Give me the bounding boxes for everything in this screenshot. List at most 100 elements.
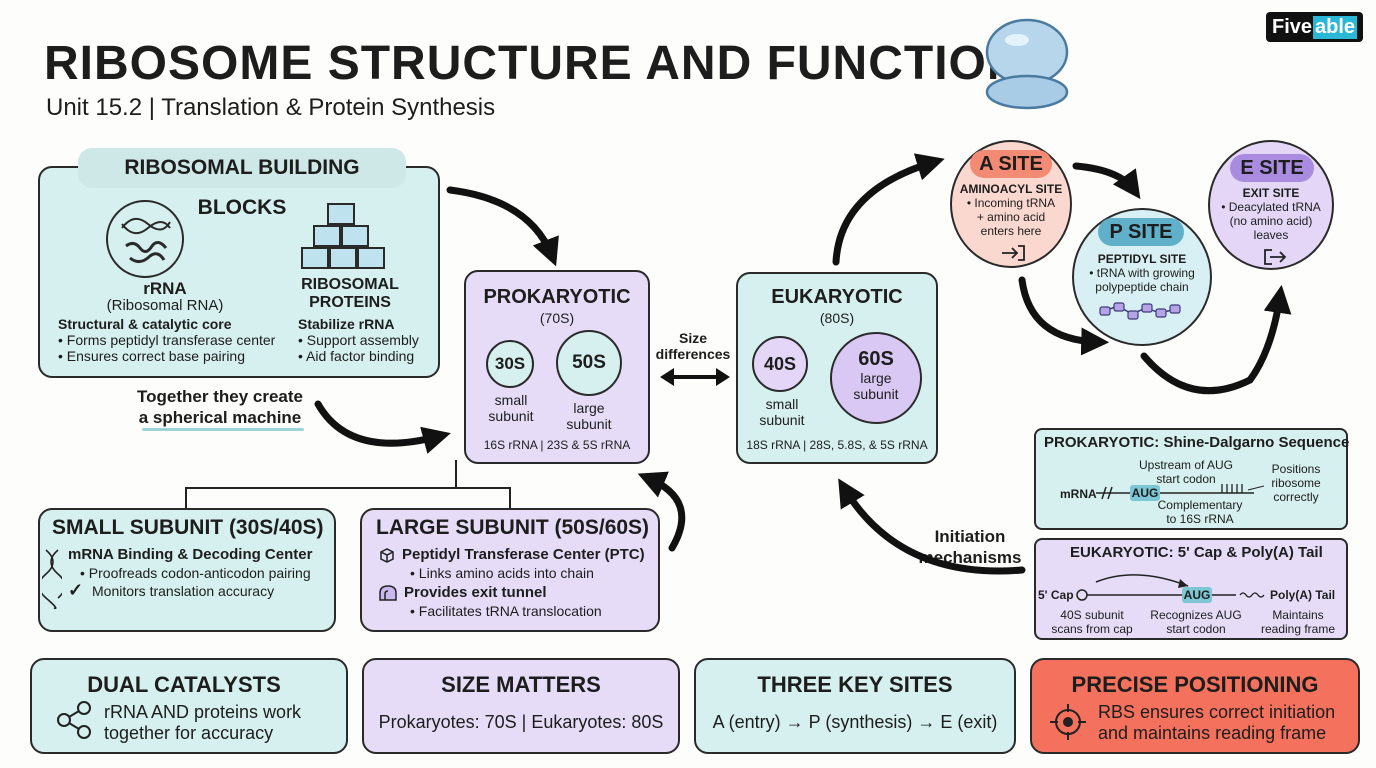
- large-subunit-heading: LARGE SUBUNIT (50S/60S): [376, 516, 650, 539]
- brand-part1: Five: [1272, 15, 1313, 38]
- cube-icon: [380, 548, 394, 563]
- arrow-blocks-to-prok: [446, 186, 559, 267]
- arrow-caption-to-prok: [314, 400, 451, 454]
- share-network-icon: [57, 701, 91, 739]
- prok-small-label-2: subunit: [488, 408, 534, 424]
- sd-upstream-2: start codon: [1156, 472, 1216, 486]
- e-site-desc-2: (no amino acid): [1229, 214, 1313, 228]
- prok-large-label-1: large: [573, 400, 605, 416]
- euk-cap-tail: Poly(A) Tail: [1270, 588, 1336, 602]
- rrna-bullet-2: • Ensures correct base pairing: [58, 348, 245, 364]
- p-site-name: PEPTIDYL SITE: [1097, 252, 1187, 266]
- size-matters-heading: SIZE MATTERS: [441, 672, 601, 697]
- small-subunit-line-3: Monitors translation accuracy: [92, 583, 275, 599]
- prokaryotic-heading: PROKARYOTIC: [483, 286, 631, 308]
- large-subunit-line-2: • Links amino acids into chain: [410, 565, 594, 581]
- double-arrow-icon: [660, 368, 730, 386]
- proteins-name-2: PROTEINS: [309, 294, 391, 311]
- euk-small-subunit: 40S: [752, 336, 808, 392]
- size-matters-box: [362, 658, 680, 754]
- ribosome-icon: [985, 18, 1069, 110]
- e-site-desc-3: leaves: [1253, 228, 1289, 242]
- euk-scan-1: 40S subunit: [1060, 608, 1124, 622]
- protein-blocks-icon: [301, 203, 385, 269]
- euk-cap-5cap: 5' Cap: [1038, 588, 1074, 602]
- euk-rec-2: start codon: [1166, 622, 1226, 636]
- small-subunit-heading: SMALL SUBUNIT (30S/40S): [52, 516, 324, 539]
- p-site-label: P SITE: [1098, 218, 1184, 246]
- check-icon: ✓: [68, 580, 84, 600]
- e-site-desc-1: • Deacylated tRNA: [1221, 200, 1321, 214]
- three-sites-heading: THREE KEY SITES: [757, 672, 953, 697]
- small-subunit-line-2: • Proofreads codon-anticodon pairing: [80, 565, 311, 581]
- euk-large-label-2: subunit: [853, 386, 899, 402]
- initiation-line-2: mechanisms: [918, 548, 1022, 567]
- size-matters-line-1: Prokaryotes: 70S | Eukaryotes: 80S: [378, 712, 664, 732]
- page-subtitle: Unit 15.2 | Translation & Protein Synthe…: [46, 94, 496, 121]
- size-diff-1: Size: [678, 330, 707, 346]
- prok-small-subunit: 30S: [486, 340, 534, 388]
- caption-line-2: a spherical machine: [138, 408, 302, 427]
- three-sites-line-1: A (entry) → P (synthesis) → E (exit): [712, 712, 998, 732]
- arrow-euk-to-a: [832, 153, 945, 266]
- brand-logo[interactable]: Five able: [1266, 12, 1364, 42]
- euk-maint-2: reading frame: [1260, 622, 1336, 636]
- sd-comp-2: to 16S rRNA: [1166, 512, 1234, 526]
- a-site-label: A SITE: [970, 150, 1052, 178]
- initiation-line-1: Initiation: [934, 527, 1006, 546]
- proteins-role: Stabilize rRNA: [298, 316, 395, 332]
- enter-icon: [1002, 245, 1025, 261]
- exit-icon: [1264, 249, 1287, 265]
- tunnel-icon: [379, 585, 397, 601]
- prokaryotic-size: (70S): [539, 310, 575, 326]
- sd-mrna-strand: [1096, 484, 1264, 500]
- proteins-bullet-2: • Aid factor binding: [298, 348, 415, 364]
- precise-positioning-line-1: RBS ensures correct initiation: [1098, 702, 1336, 722]
- rrna-icon: [106, 200, 184, 278]
- euk-small-label-2: subunit: [759, 412, 805, 428]
- size-diff-2: differences: [655, 346, 731, 362]
- euk-maint-1: Maintains: [1272, 608, 1324, 622]
- large-subunit-panel: [360, 508, 660, 632]
- large-subunit-line-3: Provides exit tunnel: [404, 584, 547, 601]
- dna-helix-icon: [42, 549, 62, 610]
- sd-positions-2: ribosome: [1271, 476, 1321, 490]
- target-icon: [1050, 704, 1086, 740]
- building-blocks-heading: RIBOSOMAL BUILDING BLOCKS: [78, 148, 406, 219]
- e-site-label: E SITE: [1230, 154, 1314, 182]
- arrow-a-to-p: [1072, 162, 1141, 200]
- prokaryotic-rrna: 16S rRNA | 23S & 5S rRNA: [483, 438, 631, 452]
- rrna-name: rRNA: [143, 279, 187, 298]
- rrna-full: (Ribosomal RNA): [106, 297, 224, 314]
- sd-positions-3: correctly: [1273, 490, 1319, 504]
- a-site-desc-2: + amino acid: [976, 210, 1046, 224]
- prok-large-subunit: 50S: [556, 330, 622, 396]
- prok-small-label-1: small: [494, 392, 528, 408]
- p-site-desc-2: polypeptide chain: [1095, 280, 1189, 294]
- polypeptide-chain-icon: [1099, 302, 1181, 320]
- three-sites-box: [694, 658, 1016, 754]
- bracket-connector: [185, 460, 511, 508]
- dual-catalysts-heading: DUAL CATALYSTS: [87, 672, 281, 697]
- euk-large-subunit: 60S: [830, 332, 922, 424]
- sd-upstream-1: Upstream of AUG: [1138, 458, 1234, 472]
- prok-large-label-2: subunit: [566, 416, 612, 432]
- eukaryotic-rrna: 18S rRNA | 28S, 5.8S, & 5S rRNA: [746, 438, 928, 452]
- euk-large-label-1: large: [860, 370, 892, 386]
- shine-dalgarno-heading: PROKARYOTIC: Shine-Dalgarno Sequence: [1044, 434, 1350, 451]
- dual-catalysts-line-1: rRNA AND proteins work: [104, 702, 302, 722]
- rrna-bullet-1: • Forms peptidyl transferase center: [58, 332, 276, 348]
- dual-catalysts-line-2: together for accuracy: [104, 723, 274, 743]
- small-subunit-panel: [38, 508, 336, 632]
- sd-mrna-label: mRNA: [1060, 487, 1097, 501]
- small-subunit-line-1: mRNA Binding & Decoding Center: [68, 546, 313, 563]
- proteins-name-1: RIBOSOMAL: [301, 276, 399, 293]
- large-subunit-line-1: Peptidyl Transferase Center (PTC): [402, 546, 645, 563]
- euk-cap-heading: EUKARYOTIC: 5' Cap & Poly(A) Tail: [1070, 544, 1323, 561]
- page-title: RIBOSOME STRUCTURE AND FUNCTION: [44, 37, 1023, 90]
- rrna-role: Structural & catalytic core: [58, 316, 232, 332]
- a-site-desc-1: • Incoming tRNA: [966, 196, 1056, 210]
- building-blocks-panel: [38, 166, 440, 378]
- shine-dalgarno-panel: [1034, 428, 1348, 530]
- caption-underline: [142, 428, 304, 431]
